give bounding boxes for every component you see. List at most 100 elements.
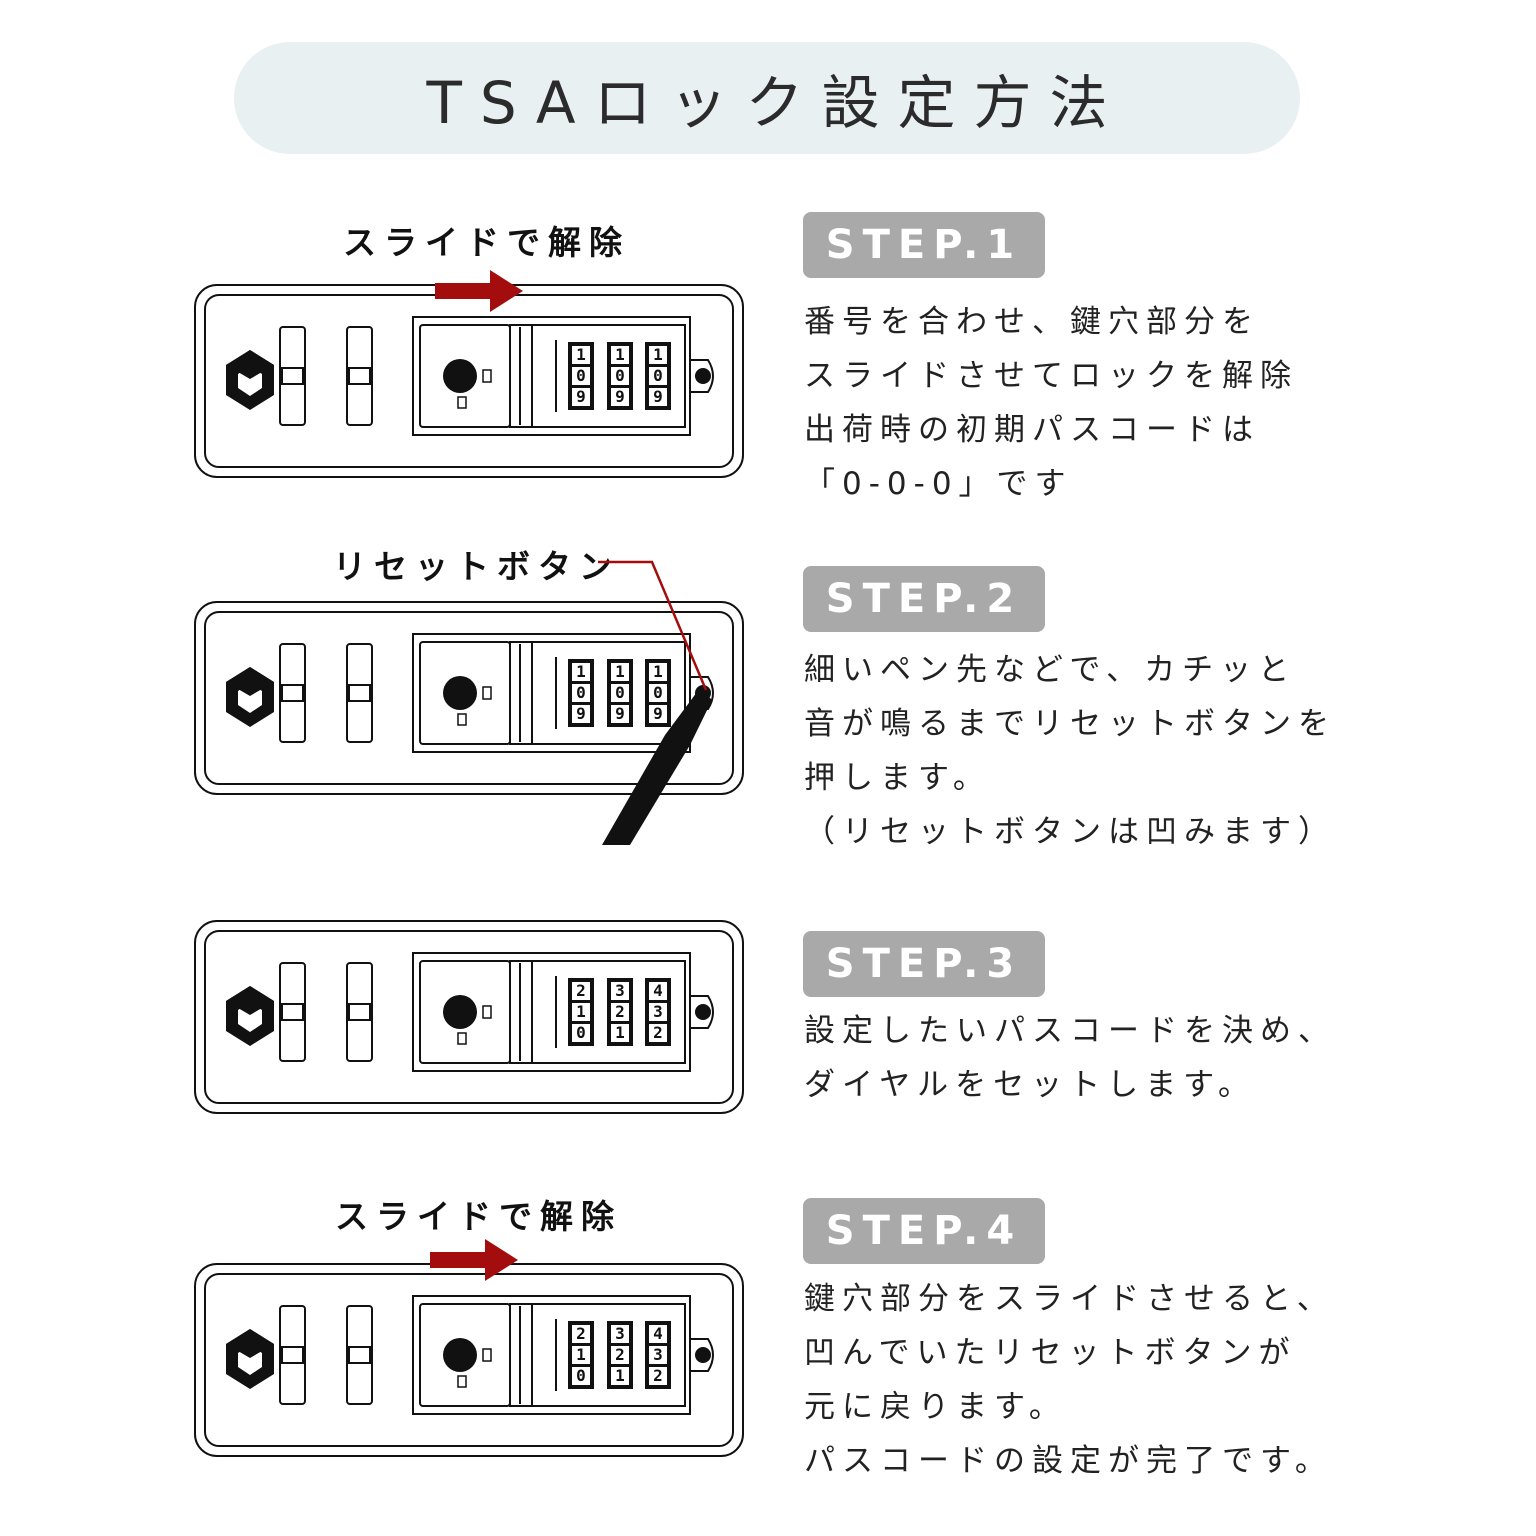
keyhole-icon	[443, 1338, 477, 1372]
lock-inner-frame	[204, 1273, 734, 1447]
dial-digit: 3	[653, 1345, 663, 1364]
lock-module	[412, 952, 714, 1072]
keyhole-icon	[443, 359, 477, 393]
dial-digit: 1	[615, 1366, 625, 1385]
dial-digit: 1	[576, 1345, 586, 1364]
step-2-line: 音が鳴るまでリセットボタンを	[804, 706, 1336, 742]
dial-digit: 2	[615, 1345, 625, 1364]
step-3-line: 設定したいパスコードを決め、	[804, 1013, 1336, 1049]
slider-right	[346, 1305, 373, 1405]
dial-digit: 1	[615, 345, 625, 364]
step-3-description: 設定したいパスコードを決め、 ダイヤルをセットします。	[804, 1004, 1336, 1112]
dial-digit: 3	[615, 981, 625, 1000]
caption-slide-release-2: スライドで解除	[335, 1197, 622, 1236]
dial-digit: 0	[653, 366, 663, 385]
dial-digit: 2	[576, 981, 586, 1000]
brand-logo-icon	[226, 350, 274, 410]
step-1-line: スライドさせてロックを解除	[804, 358, 1298, 394]
unlock-symbol-icon	[457, 713, 467, 726]
slider-left	[279, 962, 306, 1062]
dial-wheel: 109	[568, 342, 594, 410]
dial-digit: 4	[653, 981, 663, 1000]
dial-wheel: 4 3 2	[645, 1321, 671, 1389]
slider-left	[279, 1305, 306, 1405]
lock-symbol-icon	[482, 686, 492, 700]
dial-digit: 9	[576, 387, 586, 406]
lock-illustration-4: 210 3 2 1 4 3 2	[194, 1263, 744, 1457]
caption-slide-release-1: スライドで解除	[343, 223, 630, 262]
dial-digit: 2	[615, 1002, 625, 1021]
step-1-line: 番号を合わせ、鍵穴部分を	[804, 304, 1260, 340]
dial-digit: 3	[615, 1324, 625, 1343]
slider-left	[279, 643, 306, 743]
dial-wheel: 109	[607, 659, 633, 727]
dial-digit: 9	[653, 387, 663, 406]
lock-inner-frame	[204, 930, 734, 1104]
dial-digit: 0	[653, 683, 663, 702]
dial-digit: 9	[615, 704, 625, 723]
dial-wheel: 109	[568, 659, 594, 727]
dial-wheel: 2 1 0	[568, 978, 594, 1046]
dial-digit: 4	[653, 1324, 663, 1343]
step-4-line: 鍵穴部分をスライドさせると、	[804, 1281, 1335, 1317]
dial-digit: 0	[576, 1366, 586, 1385]
dial-digit: 0	[576, 683, 586, 702]
lock-symbol-icon	[482, 1348, 492, 1362]
dial-wheel: 1 0 9	[645, 659, 671, 727]
lock-outer-frame	[194, 920, 744, 1114]
step-3-line: ダイヤルをセットします。	[804, 1067, 1256, 1103]
dial-digit: 9	[615, 387, 625, 406]
step-2-line: 細いペン先などで、カチッと	[804, 652, 1297, 688]
dial-digit: 9	[653, 704, 663, 723]
pen-tip-icon	[602, 688, 712, 845]
dial-digit: 0	[576, 1023, 586, 1042]
dial-wheel: 3 2 1	[607, 1321, 633, 1389]
brand-logo-icon	[226, 667, 274, 727]
lock-inner-frame	[204, 611, 734, 785]
slider-left	[279, 326, 306, 426]
step-1-line: 出荷時の初期パスコードは	[804, 412, 1260, 448]
dial-digit: 1	[653, 345, 663, 364]
step-1-badge: STEP.1	[803, 212, 1045, 278]
caption-reset-button: リセットボタン	[333, 547, 620, 586]
dial-digit: 9	[576, 704, 586, 723]
keyhole-icon	[443, 995, 477, 1029]
lock-outer-frame	[194, 601, 744, 795]
title-bar: TSAロック設定方法	[234, 42, 1300, 154]
step-2-description: 細いペン先などで、カチッと 音が鳴るまでリセットボタンを 押します。 （リセット…	[804, 643, 1336, 859]
brand-logo-icon	[226, 986, 274, 1046]
slider-right	[346, 643, 373, 743]
dial-digit: 1	[576, 1002, 586, 1021]
reset-button-icon	[695, 1004, 711, 1020]
dial-digit: 2	[653, 1366, 663, 1385]
step-1-line: 「0-0-0」です	[804, 466, 1073, 502]
step-1-description: 番号を合わせ、鍵穴部分を スライドさせてロックを解除 出荷時の初期パスコードは …	[804, 295, 1298, 511]
step-2-badge: STEP.2	[803, 566, 1045, 632]
step-4-line: パスコードの設定が完了です。	[804, 1443, 1333, 1479]
lock-illustration-3: 2 1 0 3 2 1 432	[194, 920, 744, 1114]
step-3-badge: STEP.3	[803, 931, 1045, 997]
dial-wheel: 432	[645, 978, 671, 1046]
step-4-description: 鍵穴部分をスライドさせると、 凹んでいたリセットボタンが 元に戻ります。 パスコ…	[804, 1272, 1335, 1488]
lock-module	[412, 316, 714, 436]
dial-digit: 0	[615, 366, 625, 385]
dial-digit: 2	[653, 1023, 663, 1042]
unlock-symbol-icon	[457, 1032, 467, 1045]
reset-button-icon	[695, 368, 711, 384]
step-2-line: （リセットボタンは凹みます）	[804, 814, 1336, 850]
reset-button-icon	[695, 1347, 711, 1363]
step-4-line: 凹んでいたリセットボタンが	[804, 1335, 1297, 1371]
dial-digit: 1	[653, 662, 663, 681]
dial-digit: 1	[615, 662, 625, 681]
dial-wheel: 210	[568, 1321, 594, 1389]
step-4-line: 元に戻ります。	[804, 1389, 1067, 1425]
dial-digit: 1	[576, 345, 586, 364]
unlock-symbol-icon	[457, 396, 467, 409]
dial-wheel: 1 0 9	[607, 342, 633, 410]
step-2-line: 押します。	[804, 760, 991, 796]
page-title: TSAロック設定方法	[426, 69, 1126, 137]
brand-logo-icon	[226, 1329, 274, 1389]
dial-digit: 1	[615, 1023, 625, 1042]
reset-leader-line	[598, 560, 708, 691]
